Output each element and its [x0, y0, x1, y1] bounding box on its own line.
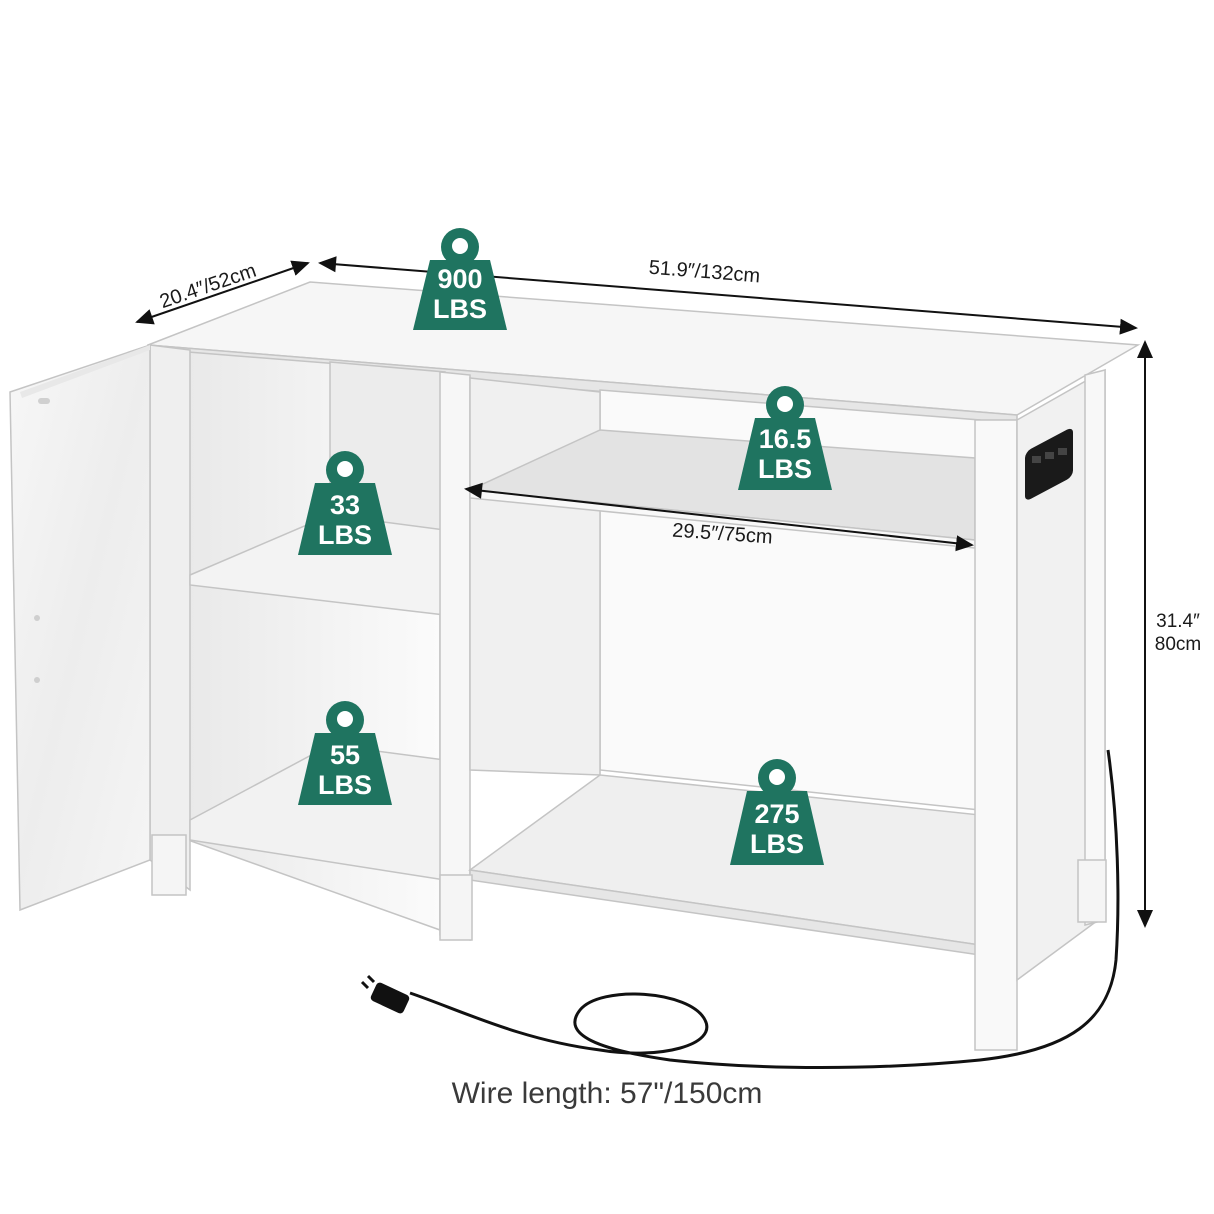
cabinet-left-side — [149, 344, 191, 892]
weight-value: 900 — [437, 264, 482, 294]
weight-badge-cabinet-bottom: 55 LBS — [298, 701, 392, 805]
weight-badge-bottom-shelf: 275 LBS — [730, 759, 824, 865]
right-side-panel — [974, 419, 1018, 1051]
weight-unit: LBS — [750, 829, 804, 859]
weight-unit: LBS — [758, 454, 812, 484]
wire-length-label: Wire length: 57"/150cm — [451, 1077, 763, 1110]
weight-badge-top: 900 LBS — [413, 228, 507, 330]
cabinet-door — [9, 343, 151, 912]
console-table — [147, 281, 1141, 1051]
weight-unit: LBS — [433, 294, 487, 324]
leg-back-right — [1077, 859, 1107, 923]
leg-front-middle — [439, 874, 473, 941]
weight-unit: LBS — [318, 770, 372, 800]
middle-divider — [439, 371, 471, 941]
height-inches-label: 31.4″ — [1156, 611, 1200, 632]
depth-dimension-line — [135, 260, 310, 325]
weight-unit: LBS — [318, 520, 372, 550]
leg-front-left — [151, 834, 187, 896]
power-cord — [409, 749, 1120, 1069]
height-cm-label: 80cm — [1155, 634, 1201, 655]
width-label: 51.9″/132cm — [648, 257, 761, 288]
door-hinge — [38, 398, 50, 404]
power-strip-icon — [1025, 428, 1073, 500]
weight-value: 55 — [330, 740, 360, 770]
shelf-width-dimension-line — [464, 482, 974, 552]
weight-badge-cabinet-shelf: 33 LBS — [298, 451, 392, 555]
weight-value: 16.5 — [759, 424, 812, 454]
weight-value: 33 — [330, 490, 360, 520]
depth-label: 20.4″/52cm — [157, 260, 259, 314]
weight-badge-upper-shelf: 16.5 LBS — [738, 386, 832, 490]
weight-value: 275 — [754, 799, 799, 829]
plug-icon — [360, 974, 410, 1014]
